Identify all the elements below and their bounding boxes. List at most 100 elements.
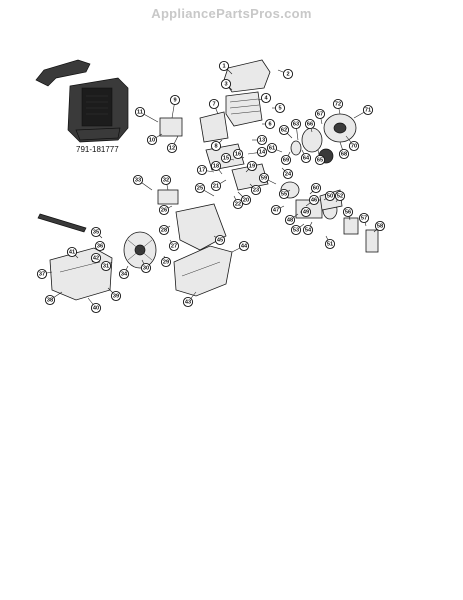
callout-18: 18 [210, 160, 223, 175]
callout-59: 59 [258, 172, 277, 185]
callout-number-17: 17 [199, 167, 205, 173]
callout-number-38: 38 [47, 297, 53, 303]
callout-number-49: 49 [303, 209, 309, 215]
callout-bubble-35 [90, 226, 102, 238]
callout-bubble-50 [324, 190, 336, 202]
callout-bubble-12 [166, 142, 178, 154]
callout-bubble-31 [100, 260, 112, 272]
fuel-tank [173, 245, 233, 297]
callout-number-31: 31 [103, 263, 109, 269]
callout-number-22: 22 [235, 201, 241, 207]
callout-11: 11 [134, 106, 159, 123]
callout-65: 65 [314, 149, 326, 166]
callout-15: 15 [220, 152, 235, 164]
callout-bubble-40 [90, 302, 102, 314]
callout-62: 62 [278, 124, 293, 139]
callout-12: 12 [166, 135, 179, 154]
callout-9: 9 [169, 94, 181, 119]
callout-number-70: 70 [351, 143, 357, 149]
callout-number-60: 60 [313, 185, 319, 191]
callout-number-33: 33 [135, 177, 141, 183]
callout-bubble-29 [160, 256, 172, 268]
callout-number-11: 11 [137, 109, 143, 115]
callout-bubble-68 [338, 148, 350, 160]
callout-number-37: 37 [39, 271, 45, 277]
callout-bubble-48 [284, 214, 296, 226]
callout-42: 42 [90, 252, 102, 264]
callout-48: 48 [284, 213, 299, 226]
callout-17: 17 [196, 164, 215, 176]
callout-47: 47 [270, 204, 285, 216]
callout-number-41: 41 [69, 249, 75, 255]
callout-number-59: 59 [261, 175, 267, 181]
callout-69: 69 [280, 151, 292, 166]
callout-bubble-54 [302, 224, 314, 236]
callout-number-54: 54 [305, 227, 312, 233]
callout-number-46: 46 [311, 197, 317, 203]
callout-bubble-20 [240, 194, 252, 206]
callout-bubble-38 [44, 294, 56, 306]
callout-number-68: 68 [341, 151, 347, 157]
callout-63: 63 [290, 118, 302, 141]
callout-28: 28 [158, 224, 171, 236]
crankcase-flywheel [123, 203, 227, 269]
callout-8: 8 [210, 139, 223, 152]
callout-7: 7 [208, 98, 220, 115]
callout-number-15: 15 [223, 155, 229, 161]
callout-number-23: 23 [253, 187, 259, 193]
callout-number-20: 20 [243, 197, 249, 203]
callout-5: 5 [272, 102, 286, 114]
callout-number-35: 35 [93, 229, 99, 235]
callout-number-42: 42 [93, 255, 99, 261]
callout-number-56: 56 [345, 209, 351, 215]
callout-bubble-62 [278, 124, 290, 136]
callout-number-40: 40 [93, 305, 99, 311]
callout-number-14: 14 [259, 149, 266, 155]
callout-57: 57 [358, 212, 370, 227]
callout-number-44: 44 [241, 243, 248, 249]
callout-number-24: 24 [285, 171, 292, 177]
callout-bubble-36 [94, 240, 106, 252]
callout-number-28: 28 [161, 227, 167, 233]
callout-bubble-41 [66, 246, 78, 258]
callout-bubble-16 [232, 148, 244, 160]
callout-21: 21 [210, 179, 227, 192]
callout-bubble-2 [282, 68, 294, 80]
callout-64: 64 [300, 149, 312, 164]
callout-bubble-15 [220, 152, 232, 164]
callout-10: 10 [146, 133, 163, 146]
callout-bubble-32 [160, 174, 172, 186]
callout-bubble-4 [260, 92, 272, 104]
callout-54: 54 [302, 221, 314, 236]
callout-bubble-34 [118, 268, 130, 280]
callout-number-43: 43 [185, 299, 191, 305]
callout-number-48: 48 [287, 217, 293, 223]
callout-number-29: 29 [163, 259, 169, 265]
callout-number-52: 52 [337, 193, 343, 199]
callout-bubble-5 [274, 102, 286, 114]
callout-53: 53 [290, 223, 305, 236]
callout-bubble-22 [232, 198, 244, 210]
callout-number-61: 61 [269, 145, 275, 151]
callout-bubble-1 [218, 60, 230, 72]
callout-bubble-46 [308, 194, 320, 206]
callout-25: 25 [194, 182, 215, 197]
callout-number-63: 63 [293, 121, 299, 127]
callout-bubble-11 [134, 106, 146, 118]
callout-bubble-43 [182, 296, 194, 308]
callout-bubble-52 [334, 190, 346, 202]
callout-bubble-55 [278, 188, 290, 200]
callout-bubble-66 [304, 118, 316, 130]
callout-66: 66 [304, 118, 316, 133]
callout-number-36: 36 [97, 243, 103, 249]
callout-number-53: 53 [293, 227, 299, 233]
callout-3: 3 [220, 78, 233, 91]
callout-number-13: 13 [259, 137, 265, 143]
callout-number-7: 7 [212, 101, 215, 107]
callout-number-34: 34 [121, 271, 128, 277]
callout-number-3: 3 [224, 81, 227, 87]
callout-number-69: 69 [283, 157, 289, 163]
callout-55: 55 [278, 188, 291, 200]
callout-bubble-49 [300, 206, 312, 218]
